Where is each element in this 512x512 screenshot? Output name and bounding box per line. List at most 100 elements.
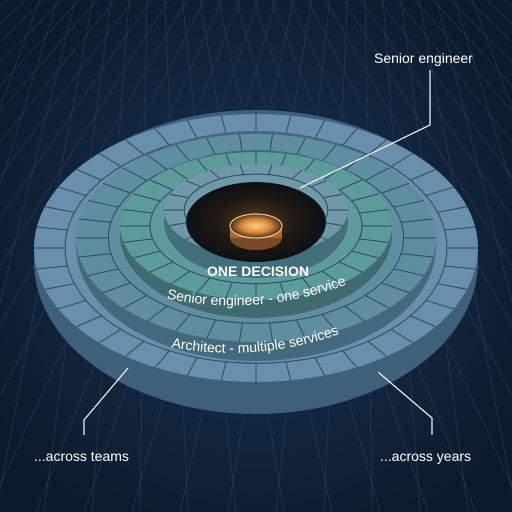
callout-line-senior xyxy=(299,70,431,189)
ring-block-seam xyxy=(364,295,390,309)
ring-block-seam xyxy=(410,315,436,328)
ring-block-seam xyxy=(425,299,454,310)
ring-block-seam xyxy=(209,169,221,180)
ring-block-seam xyxy=(88,199,119,208)
ring-block-seam xyxy=(437,283,468,290)
grid-line xyxy=(472,0,512,109)
ring-block-seam xyxy=(206,319,217,339)
grid-line xyxy=(0,0,9,7)
ring-block-seam xyxy=(323,221,343,227)
ring-block-seam xyxy=(122,295,148,309)
ring-block-seam xyxy=(125,340,145,357)
ring-block-seam xyxy=(169,221,189,227)
ring-block-seam xyxy=(123,209,153,214)
ring-block-seam xyxy=(381,282,410,294)
ring-block-seam xyxy=(321,144,337,162)
grid-line xyxy=(414,0,512,113)
grid-line xyxy=(0,0,26,24)
grid-line xyxy=(360,0,512,219)
ring-block-seam xyxy=(444,226,476,231)
ring-block-seam xyxy=(36,265,68,270)
grid-line xyxy=(343,0,512,267)
ring-block-seam xyxy=(342,350,358,368)
ring-block-seam xyxy=(338,261,363,273)
ring-block-seam xyxy=(169,193,189,199)
ring-block-seam xyxy=(58,186,87,197)
grid-line xyxy=(0,0,44,42)
ring-block-seam xyxy=(102,182,131,194)
ring-block-seam xyxy=(367,340,387,357)
ring-block-seam xyxy=(185,179,202,188)
ring-block-seam xyxy=(186,357,198,376)
ring-block-seam xyxy=(301,277,316,294)
grid-line xyxy=(0,0,152,219)
ring-block-seam xyxy=(58,299,87,310)
ring-block-seam xyxy=(154,350,170,368)
ring-block-seam xyxy=(239,164,245,175)
ring-block-seam xyxy=(147,305,168,322)
ring-block-seam xyxy=(186,120,198,139)
callout-line-years xyxy=(377,371,433,435)
ring-block-seam xyxy=(102,282,131,294)
grid-line xyxy=(0,0,58,188)
ring-block-seam xyxy=(285,115,292,135)
ring-block-seam xyxy=(147,154,168,171)
ring-block-seam xyxy=(291,169,303,180)
grid-line xyxy=(450,0,512,63)
ring-block-seam xyxy=(196,277,211,294)
grid-line xyxy=(436,0,512,304)
ring-block-seam xyxy=(44,283,75,290)
grid-line xyxy=(503,0,512,7)
ring-block-seam xyxy=(76,315,102,328)
center-label: ONE DECISION xyxy=(207,263,309,279)
ring-block-seam xyxy=(314,357,326,376)
ring-block-seam xyxy=(351,250,379,259)
ring-block-seam xyxy=(36,226,68,231)
grid-line xyxy=(0,0,40,109)
grid-line xyxy=(0,0,80,86)
ring-block-seam xyxy=(410,168,436,181)
ring-block-seam xyxy=(401,253,433,258)
ring-block-seam xyxy=(321,314,337,332)
ring-block-seam xyxy=(393,268,424,277)
ring-block-seam xyxy=(390,152,414,167)
callout-senior-engineer: Senior engineer xyxy=(374,50,473,66)
ring-block-seam xyxy=(285,361,292,381)
ring-block-seam xyxy=(238,322,243,342)
ring-block-seam xyxy=(359,238,389,243)
ring-block-seam xyxy=(401,218,433,223)
ring-block-seam xyxy=(44,206,75,213)
callout-across-teams: ...across teams xyxy=(34,448,129,464)
ring-block-seam xyxy=(149,179,174,191)
ring-block-seam xyxy=(220,115,227,135)
ring-block-seam xyxy=(344,154,365,171)
grid-line xyxy=(432,0,512,86)
ring-block-seam xyxy=(154,128,170,146)
ring-block-seam xyxy=(79,218,111,223)
ring-block-seam xyxy=(98,329,122,344)
grid-line xyxy=(0,0,98,113)
grid-line xyxy=(0,0,116,143)
ring-block-seam xyxy=(323,193,343,199)
ring-block-seam xyxy=(295,319,306,339)
ring-block-seam xyxy=(125,139,145,156)
ring-block-seam xyxy=(170,167,191,182)
ring-block-seam xyxy=(175,144,191,162)
ring-block-seam xyxy=(269,134,274,154)
callout-line-teams xyxy=(83,367,129,435)
ring-block-seam xyxy=(133,193,161,202)
grid-line xyxy=(0,0,169,267)
ring-block-seam xyxy=(76,168,102,181)
grid-line xyxy=(378,0,512,178)
callout-across-years: ...across years xyxy=(380,448,472,464)
grid-line xyxy=(0,0,76,304)
ring-block-seam xyxy=(175,314,191,332)
ring-block-seam xyxy=(344,305,365,322)
ring-block-seam xyxy=(225,282,233,299)
grid-line xyxy=(0,0,134,178)
ring-block-seam xyxy=(170,270,191,285)
ring-block-seam xyxy=(98,152,122,167)
ring-block-seam xyxy=(314,120,326,139)
ring-block-seam xyxy=(351,193,379,202)
